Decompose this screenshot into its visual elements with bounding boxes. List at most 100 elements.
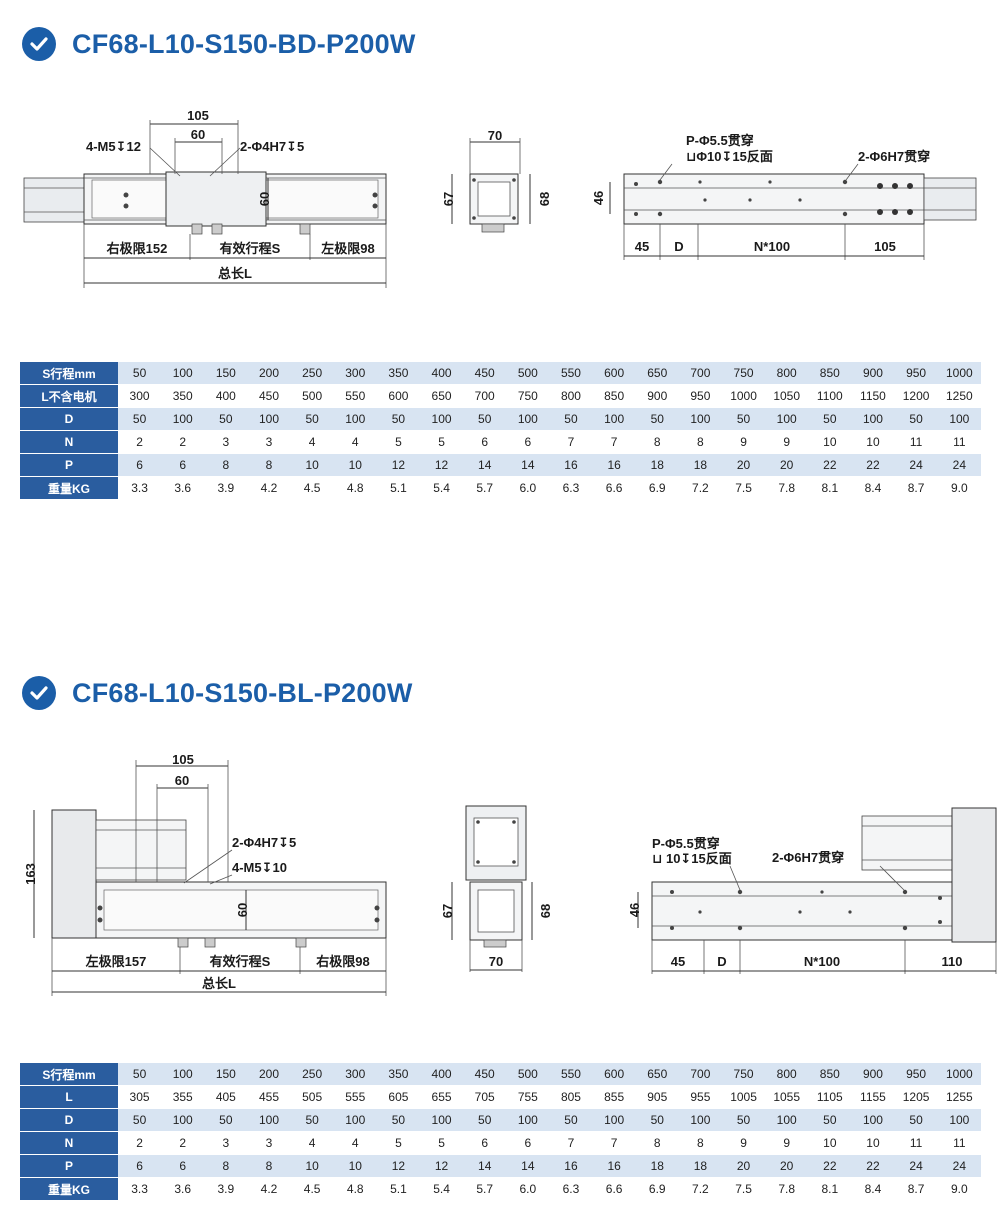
- table-cell: 100: [161, 1108, 205, 1132]
- table-cell: 20: [721, 1154, 766, 1178]
- s2-dim-163: 163: [23, 863, 38, 885]
- table-cell: 5: [419, 430, 464, 454]
- row-header: S行程mm: [20, 1063, 118, 1086]
- table-cell: 12: [419, 1154, 464, 1178]
- table-cell: 10: [808, 1131, 852, 1155]
- table-cell: 3: [204, 1131, 248, 1155]
- table-cell: 505: [290, 1085, 334, 1109]
- table-cell: 3.3: [118, 476, 162, 500]
- table-cell: 5.4: [419, 1177, 464, 1201]
- table-cell: 2: [161, 1131, 205, 1155]
- table-cell: 300: [333, 362, 377, 385]
- table-cell: 650: [635, 362, 679, 385]
- section1-end-view: 70 67 68: [441, 128, 552, 233]
- table-cell: 905: [635, 1085, 679, 1109]
- table-cell: 5.4: [419, 476, 464, 500]
- table-cell: 900: [851, 1063, 895, 1086]
- row-header: P: [20, 1154, 118, 1178]
- table-cell: 705: [463, 1085, 507, 1109]
- table-cell: 6: [506, 1131, 550, 1155]
- table-cell: 22: [851, 453, 895, 477]
- table-cell: 605: [376, 1085, 420, 1109]
- table-cell: 350: [376, 362, 420, 385]
- s1-dim-105: 105: [187, 108, 209, 123]
- section2-drawing: 105 60 2-Φ4H7↧5 4-M5↧10 60 163 左极限157 有效…: [23, 752, 997, 996]
- row-header: N: [20, 1131, 118, 1155]
- table-cell: 650: [635, 1063, 679, 1086]
- s1-total: 总长L: [218, 266, 252, 281]
- s2-top-label-h7: 2-Φ6H7贯穿: [772, 850, 844, 865]
- table-cell: 12: [376, 1154, 420, 1178]
- table-cell: 4.2: [247, 1177, 291, 1201]
- table-cell: 9.0: [937, 476, 981, 500]
- s2-end-dim-67: 67: [440, 904, 455, 918]
- table-cell: 50: [808, 407, 852, 431]
- table-cell: 400: [419, 1063, 464, 1086]
- table-cell: 8.7: [894, 476, 938, 500]
- table-cell: 50: [549, 407, 593, 431]
- s2-end-dim-70: 70: [489, 954, 503, 969]
- table-cell: 12: [419, 453, 464, 477]
- table-cell: 7.8: [765, 476, 809, 500]
- table-cell: 6: [463, 430, 507, 454]
- row-header: S行程mm: [20, 362, 118, 385]
- table-cell: 4: [290, 430, 334, 454]
- table-cell: 3: [204, 430, 248, 454]
- s1-dim-60: 60: [191, 127, 205, 142]
- table-cell: 1100: [808, 384, 852, 408]
- s2-top-label-cb: ⊔ 10↧15反面: [652, 851, 732, 866]
- table-cell: 50: [118, 1108, 162, 1132]
- table-cell: 700: [678, 362, 722, 385]
- table-cell: 6.9: [635, 1177, 679, 1201]
- table-cell: 805: [549, 1085, 593, 1109]
- table-cell: 50: [894, 1108, 938, 1132]
- table-cell: 10: [851, 430, 895, 454]
- table-cell: 500: [290, 384, 334, 408]
- table-cell: 100: [333, 407, 377, 431]
- table-cell: 10: [808, 430, 852, 454]
- table-cell: 10: [290, 1154, 334, 1178]
- table-cell: 5.7: [463, 476, 507, 500]
- s2-left-limit: 左极限157: [86, 954, 147, 969]
- s1-top-dim-46: 46: [591, 191, 606, 205]
- table-cell: 1150: [851, 384, 895, 408]
- table-cell: 250: [290, 1063, 334, 1086]
- table-cell: 3.9: [204, 476, 248, 500]
- table-cell: 300: [333, 1063, 377, 1086]
- section1-drawing: 105 60 60 4-M5↧12 2-Φ4H7↧5 右极限152 有效行程S …: [23, 108, 977, 288]
- table-cell: 9: [721, 430, 766, 454]
- table-cell: 50: [290, 1108, 334, 1132]
- table-cell: 50: [290, 407, 334, 431]
- row-header: N: [20, 430, 118, 454]
- table-cell: 6.0: [506, 476, 550, 500]
- table-cell: 6.9: [635, 476, 679, 500]
- table-cell: 14: [506, 1154, 550, 1178]
- table-cell: 7: [549, 430, 593, 454]
- table-cell: 200: [247, 1063, 291, 1086]
- table-cell: 24: [894, 453, 938, 477]
- table-cell: 950: [678, 384, 722, 408]
- row-header: 重量KG: [20, 1177, 118, 1201]
- table-cell: 9.0: [937, 1177, 981, 1201]
- s1-top-dim-d: D: [674, 239, 683, 254]
- table-cell: 955: [678, 1085, 722, 1109]
- table-cell: 100: [851, 407, 895, 431]
- table-cell: 50: [721, 407, 766, 431]
- table-cell: 1250: [937, 384, 981, 408]
- table-cell: 18: [678, 453, 722, 477]
- table-cell: 1050: [765, 384, 809, 408]
- table-cell: 450: [247, 384, 291, 408]
- table-cell: 100: [161, 1063, 205, 1086]
- table-cell: 10: [851, 1131, 895, 1155]
- table-cell: 18: [635, 1154, 679, 1178]
- table-cell: 950: [894, 362, 938, 385]
- table-cell: 100: [419, 407, 464, 431]
- table-cell: 50: [118, 407, 162, 431]
- s2-top-dim-46: 46: [627, 903, 642, 917]
- table-cell: 8: [635, 1131, 679, 1155]
- s2-end-dim-68: 68: [538, 904, 553, 918]
- s1-top-dim-n: N*100: [754, 239, 790, 254]
- table-cell: 6.6: [592, 476, 636, 500]
- table-cell: 5: [376, 1131, 420, 1155]
